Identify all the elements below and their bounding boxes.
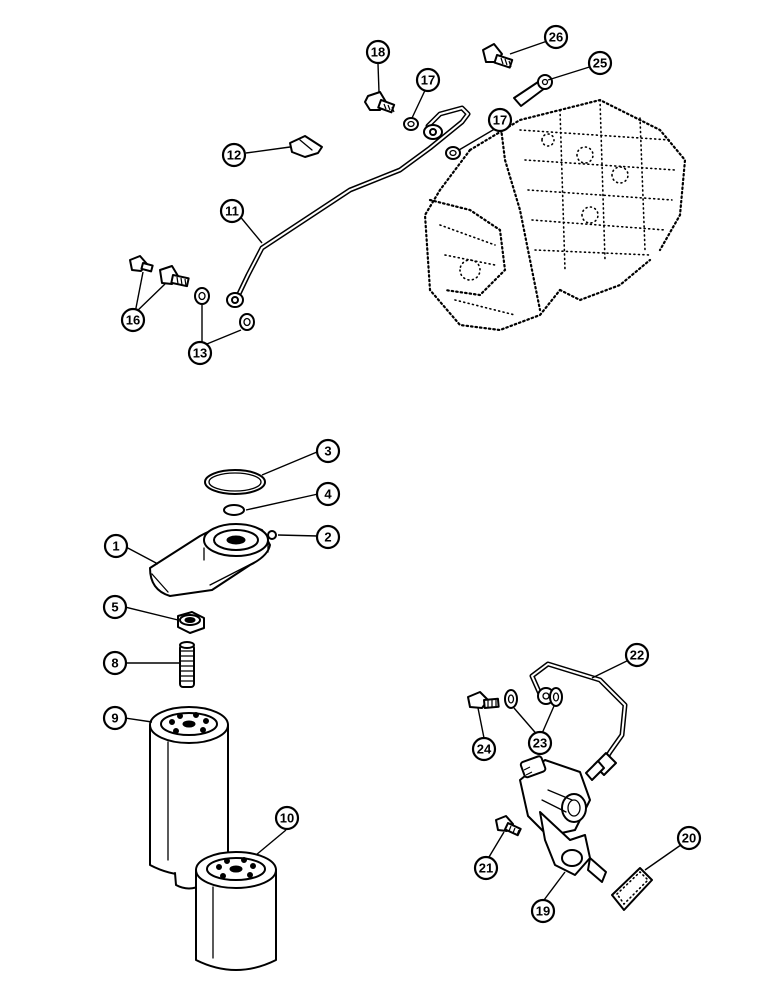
callout-12: 12 <box>221 142 247 168</box>
callout-2-label: 2 <box>324 530 331 545</box>
callout-21-label: 21 <box>479 861 493 876</box>
banjo-bolt-18 <box>364 91 396 114</box>
callout-5: 5 <box>102 594 128 620</box>
fuel-filter-9 <box>149 706 229 890</box>
washer-23-right <box>549 687 563 707</box>
engine-outline <box>423 98 687 332</box>
callout-20-label: 20 <box>682 831 696 846</box>
seal-4 <box>223 504 245 516</box>
washer-23-left <box>504 689 518 709</box>
callout-4-label: 4 <box>324 487 332 502</box>
fuel-line-22 <box>529 661 628 781</box>
washer-13-right <box>239 313 255 331</box>
washer-17-lower <box>445 146 461 160</box>
callout-17-upper: 17 <box>415 67 441 93</box>
banjo-bolt-24 <box>467 691 500 709</box>
threaded-nipple-8 <box>179 641 195 688</box>
fuel-filter-10 <box>195 851 277 971</box>
bolt-21 <box>495 815 522 837</box>
callout-3: 3 <box>315 438 341 464</box>
banjo-bolt-16 <box>159 265 190 288</box>
callout-13: 13 <box>187 340 213 366</box>
filter-head-1 <box>149 523 271 597</box>
bolt-16-small <box>129 255 154 273</box>
callout-10-label: 10 <box>280 811 294 826</box>
callout-22: 22 <box>624 642 650 668</box>
callout-24-label: 24 <box>477 742 492 757</box>
callout-11-label: 11 <box>225 204 239 219</box>
callout-18-label: 18 <box>371 45 385 60</box>
washer-17-upper <box>403 117 419 131</box>
nut-5 <box>177 611 205 634</box>
washer-13-left <box>194 287 210 305</box>
callout-8: 8 <box>102 650 128 676</box>
callout-21: 21 <box>473 855 499 881</box>
callout-20: 20 <box>676 825 702 851</box>
callout-8-label: 8 <box>111 656 118 671</box>
callout-23: 23 <box>527 730 553 756</box>
gasket-20 <box>611 867 653 911</box>
callout-11: 11 <box>219 198 245 224</box>
callout-2: 2 <box>315 524 341 550</box>
clip-12 <box>289 135 323 158</box>
callout-25: 25 <box>587 50 613 76</box>
callout-18: 18 <box>365 39 391 65</box>
callout-19: 19 <box>530 898 556 924</box>
callout-9: 9 <box>102 705 128 731</box>
callout-16: 16 <box>120 307 146 333</box>
callout-17-upper-label: 17 <box>421 73 435 88</box>
callout-22-label: 22 <box>630 648 644 663</box>
callout-17-lower: 17 <box>487 107 513 133</box>
callout-26-label: 26 <box>549 30 563 45</box>
callout-4: 4 <box>315 481 341 507</box>
leader-lines <box>123 37 689 901</box>
fitting-25 <box>513 74 553 107</box>
callout-23-label: 23 <box>533 736 547 751</box>
lift-pump-19 <box>519 755 607 883</box>
callout-13-label: 13 <box>193 346 207 361</box>
callout-1-label: 1 <box>112 539 119 554</box>
callout-25-label: 25 <box>593 56 607 71</box>
fuel-line-11 <box>226 105 471 308</box>
o-ring-3 <box>204 469 266 495</box>
callout-1: 1 <box>103 533 129 559</box>
callout-17-lower-label: 17 <box>493 113 507 128</box>
callout-16-label: 16 <box>126 313 140 328</box>
callout-5-label: 5 <box>111 600 118 615</box>
bolt-26 <box>482 43 514 69</box>
callout-12-label: 12 <box>227 148 241 163</box>
plug-2 <box>267 530 277 540</box>
callout-10: 10 <box>274 805 300 831</box>
callout-9-label: 9 <box>111 711 118 726</box>
callout-19-label: 19 <box>536 904 550 919</box>
callout-3-label: 3 <box>324 444 331 459</box>
callout-24: 24 <box>471 736 497 762</box>
callout-26: 26 <box>543 24 569 50</box>
